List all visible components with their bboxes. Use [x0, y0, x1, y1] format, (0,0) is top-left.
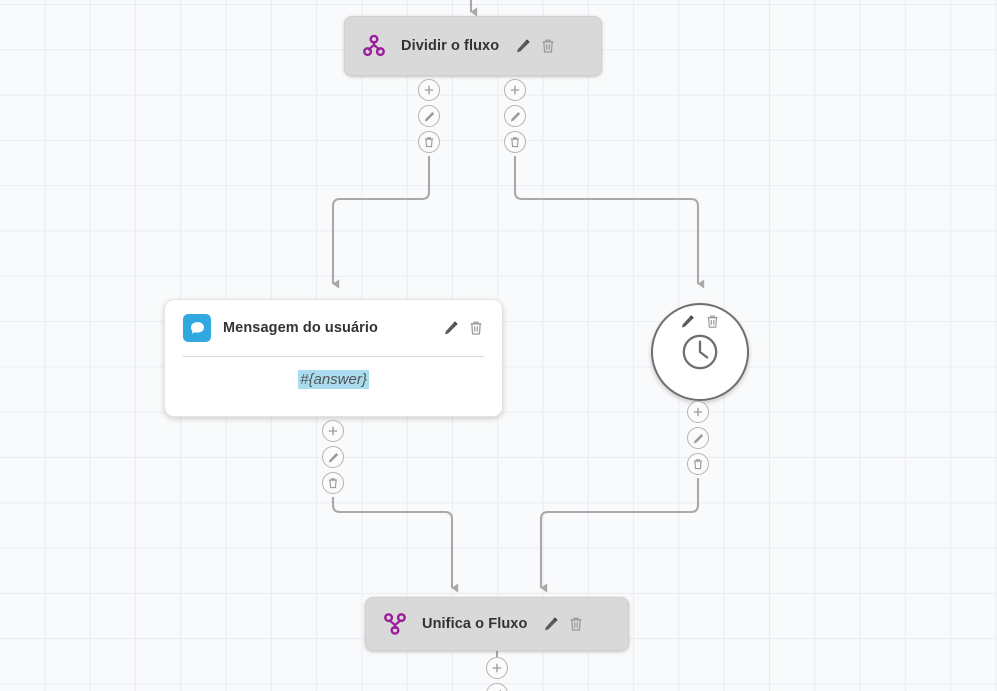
edge-message-to-merge [331, 497, 459, 593]
trash-icon[interactable] [418, 131, 440, 153]
node-title: Mensagem do usuário [223, 320, 378, 336]
clock-icon [680, 332, 720, 377]
card-divider [183, 356, 484, 357]
connector-stack-timer-out[interactable] [687, 401, 709, 475]
node-actions [680, 314, 720, 329]
pencil-icon[interactable] [486, 683, 508, 691]
pencil-icon[interactable] [543, 616, 559, 632]
connector-stack-merge-out[interactable] [486, 657, 508, 691]
node-body: #{answer} [165, 357, 502, 405]
plus-icon[interactable] [687, 401, 709, 423]
node-title: Unifica o Fluxo [422, 616, 528, 632]
edge-split-to-message [331, 156, 431, 289]
trash-icon[interactable] [468, 320, 484, 336]
pencil-icon[interactable] [680, 314, 695, 329]
connector-stack-split-out-left[interactable] [418, 79, 440, 153]
plus-icon[interactable] [322, 420, 344, 442]
plus-icon[interactable] [486, 657, 508, 679]
plus-icon[interactable] [504, 79, 526, 101]
node-dividir-o-fluxo[interactable]: Dividir o fluxo [344, 16, 602, 76]
pencil-icon[interactable] [418, 105, 440, 127]
node-title: Dividir o fluxo [401, 38, 500, 54]
split-flow-icon [361, 33, 387, 59]
trash-icon[interactable] [687, 453, 709, 475]
plus-icon[interactable] [418, 79, 440, 101]
connector-stack-message-out[interactable] [322, 420, 344, 494]
trash-icon[interactable] [322, 472, 344, 494]
node-header: Mensagem do usuário [165, 300, 502, 342]
trash-icon[interactable] [705, 314, 720, 329]
node-actions [515, 38, 556, 54]
pencil-icon[interactable] [687, 427, 709, 449]
node-actions [543, 616, 584, 632]
trash-icon[interactable] [504, 131, 526, 153]
pencil-icon[interactable] [515, 38, 531, 54]
node-timer[interactable] [651, 303, 749, 401]
pencil-icon[interactable] [504, 105, 526, 127]
connector-stack-split-out-right[interactable] [504, 79, 526, 153]
pencil-icon[interactable] [322, 446, 344, 468]
pencil-icon[interactable] [443, 320, 459, 336]
trash-icon[interactable] [540, 38, 556, 54]
node-mensagem-do-usuario[interactable]: Mensagem do usuário [164, 299, 503, 417]
chat-bubble-icon [183, 314, 211, 342]
trash-icon[interactable] [568, 616, 584, 632]
message-variable-text: #{answer} [298, 370, 369, 389]
merge-flow-icon [382, 611, 408, 637]
node-unifica-o-fluxo[interactable]: Unifica o Fluxo [365, 597, 629, 651]
edge-timer-to-merge [539, 478, 700, 593]
node-actions [443, 320, 484, 336]
edge-split-to-timer [513, 156, 705, 289]
